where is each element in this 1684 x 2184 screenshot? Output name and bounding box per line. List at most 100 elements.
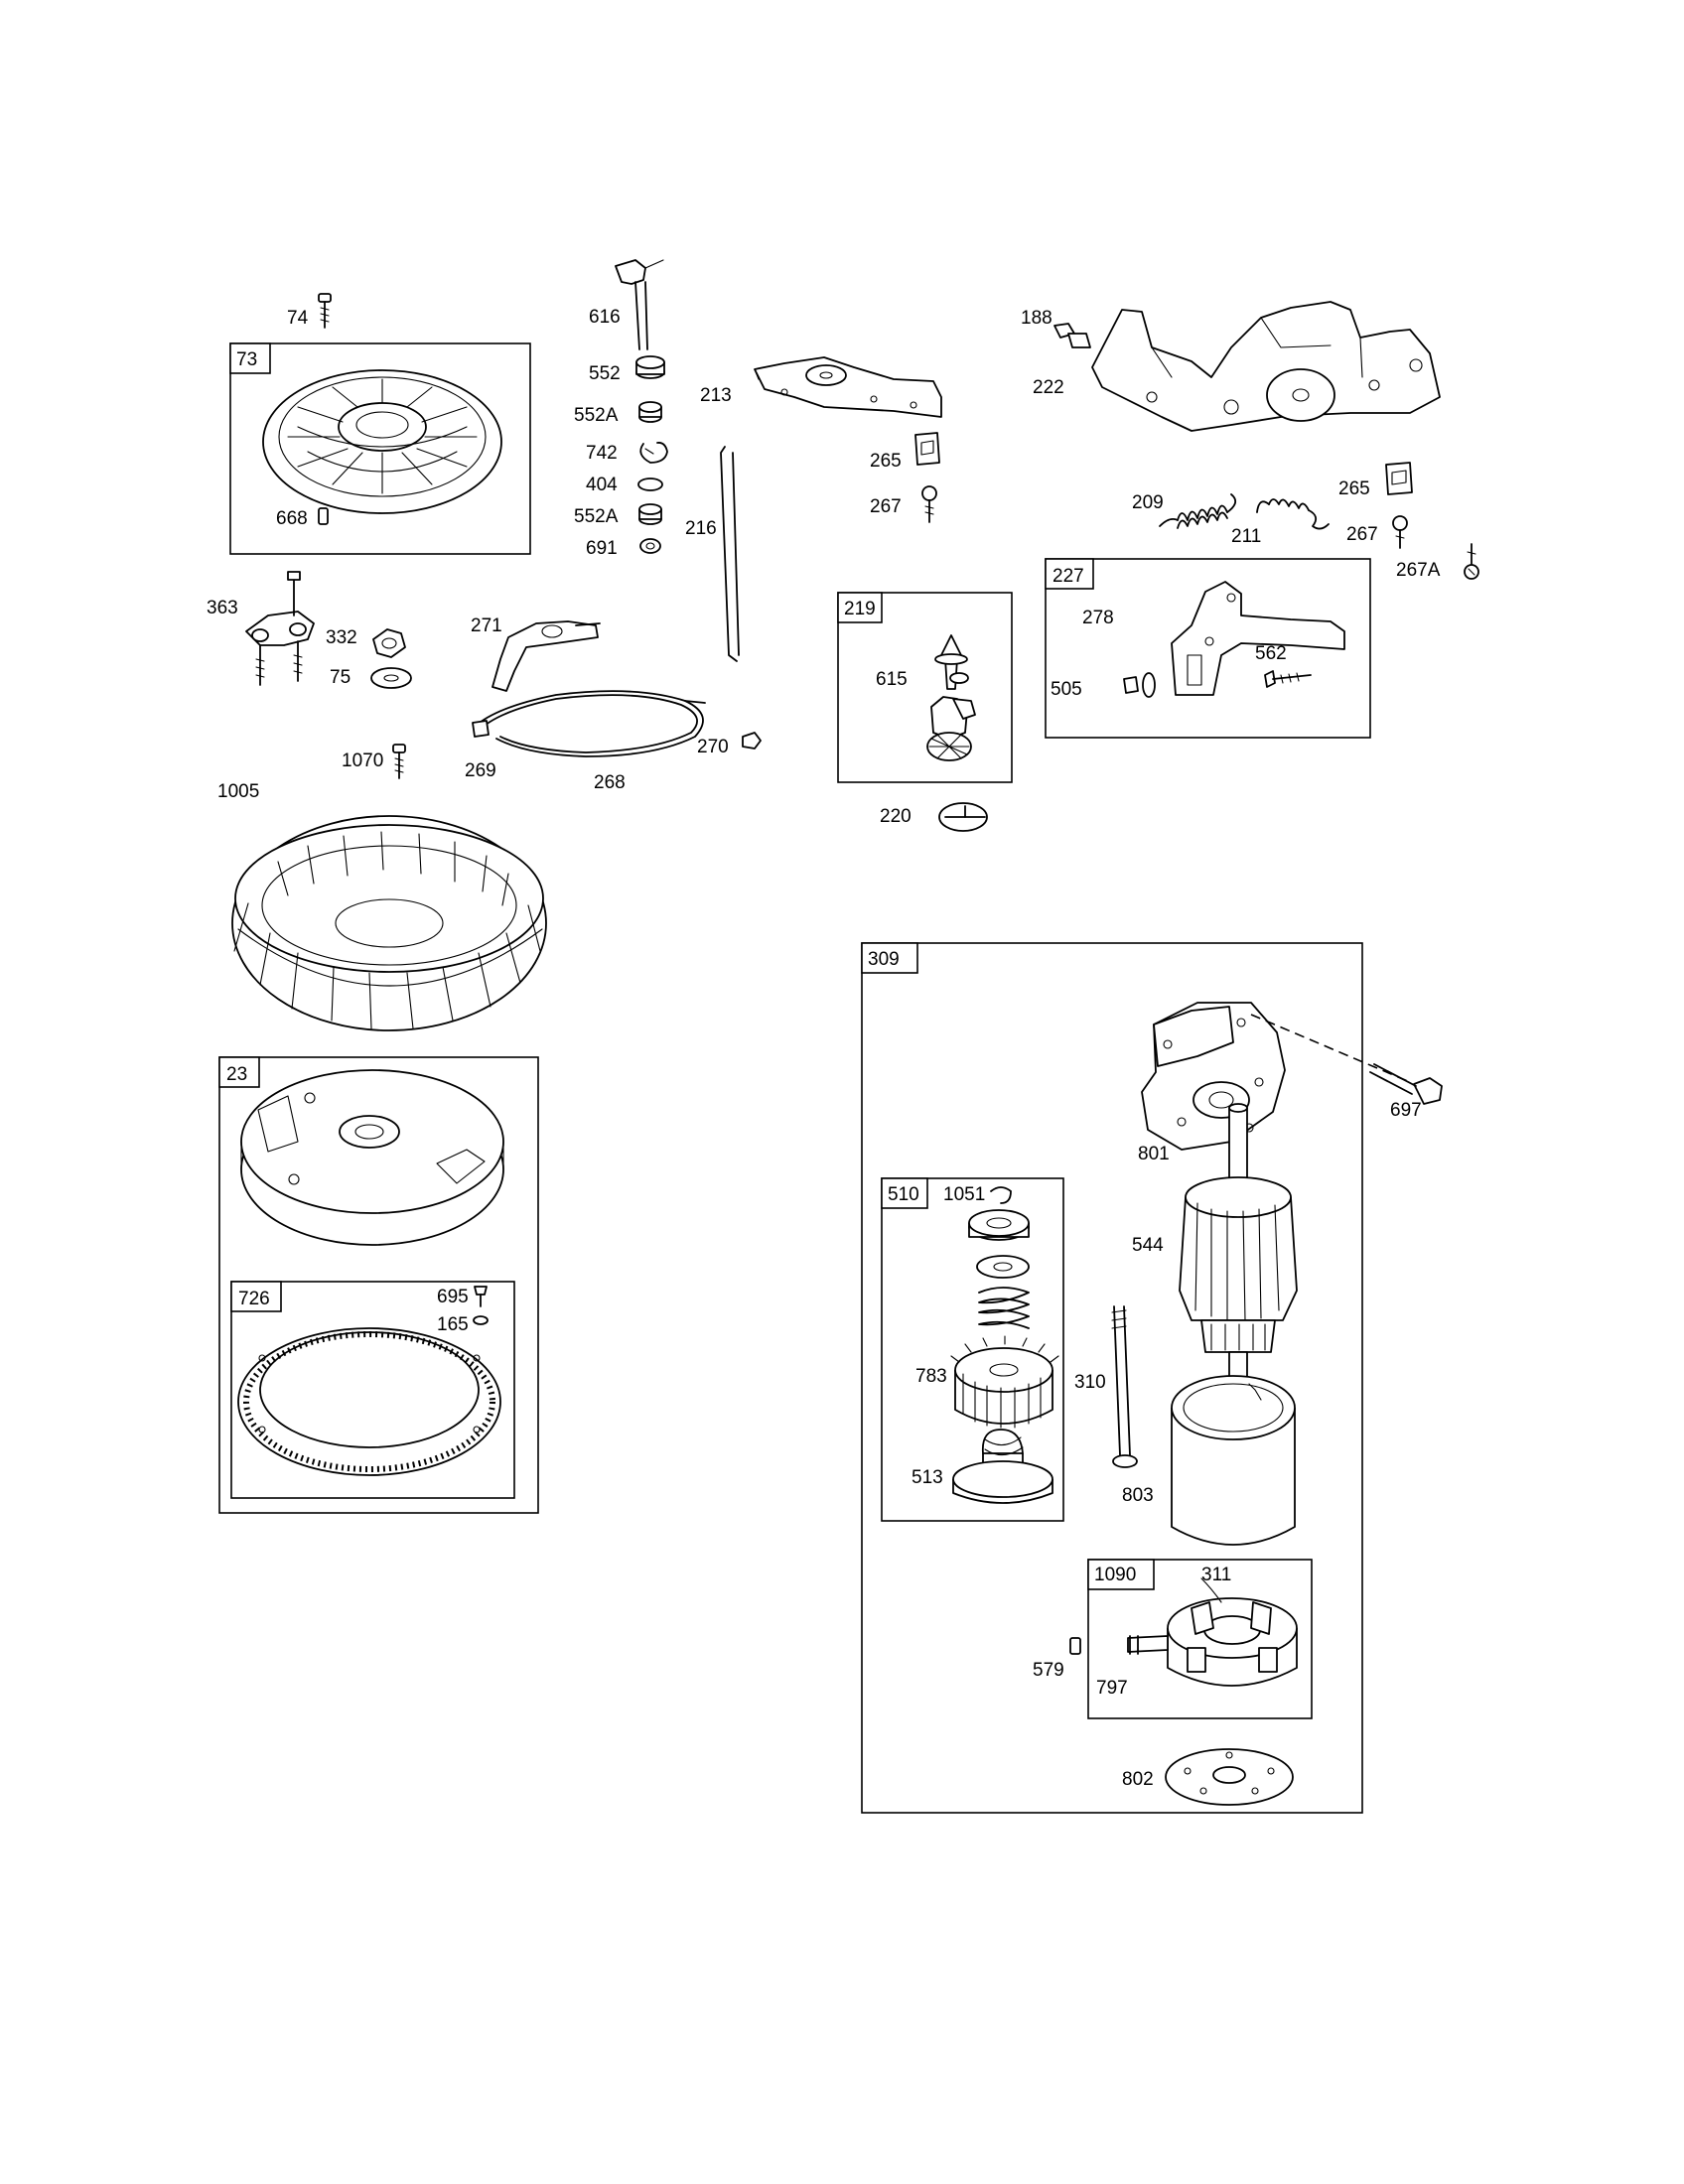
callout-267-right: 267	[1346, 524, 1378, 545]
bracket-227	[1171, 581, 1345, 696]
drive-513	[952, 1429, 1053, 1504]
group-tag-227	[1045, 558, 1094, 590]
callout-552a-upper: 552A	[574, 405, 619, 426]
callout-801: 801	[1138, 1144, 1170, 1164]
housing-803	[1171, 1375, 1296, 1546]
lever-271	[491, 620, 601, 692]
callout-216: 216	[685, 518, 717, 539]
callout-311: 311	[1201, 1565, 1231, 1585]
group-227	[1045, 558, 1371, 739]
armature-544	[1179, 1103, 1298, 1379]
terminal-797	[1127, 1635, 1169, 1655]
callout-802: 802	[1122, 1769, 1154, 1790]
part-691	[639, 538, 661, 554]
flywheel-23	[240, 1069, 504, 1246]
callout-552a-lower: 552A	[574, 506, 619, 527]
part-265-right	[1385, 462, 1413, 495]
bolt-188	[1053, 323, 1091, 348]
oring-615	[949, 672, 969, 684]
group-1090	[1087, 1559, 1313, 1719]
cap-510	[968, 1209, 1030, 1241]
rod-216	[720, 446, 740, 662]
callout-697: 697	[1390, 1100, 1422, 1121]
nut-165	[473, 1315, 489, 1325]
callout-188: 188	[1021, 308, 1052, 329]
part-742	[639, 442, 668, 464]
callout-505: 505	[1051, 679, 1082, 700]
group-box-23	[218, 1056, 539, 1514]
callout-310: 310	[1074, 1372, 1106, 1393]
callout-695: 695	[437, 1287, 469, 1307]
callout-510: 510	[888, 1184, 919, 1205]
callout-552: 552	[589, 363, 621, 384]
group-510	[881, 1177, 1064, 1522]
spring-510	[978, 1287, 1030, 1329]
part-552a-lower	[638, 503, 662, 525]
part-505	[1123, 676, 1139, 694]
callout-213: 213	[700, 385, 732, 406]
group-tag-726	[230, 1281, 282, 1312]
group-box-219	[837, 592, 1013, 783]
part-278	[1142, 672, 1156, 698]
group-tag-73	[229, 342, 271, 374]
part-579	[1069, 1637, 1081, 1655]
shaft-stack	[615, 259, 668, 554]
group-73	[229, 342, 531, 555]
group-box-1090	[1087, 1559, 1313, 1719]
callout-616: 616	[589, 307, 621, 328]
callout-75: 75	[330, 667, 351, 688]
callout-268: 268	[594, 772, 626, 793]
callout-742: 742	[586, 443, 618, 464]
clip-1051	[990, 1186, 1012, 1204]
leader-697	[1250, 1014, 1411, 1083]
callout-1090: 1090	[1094, 1565, 1136, 1585]
group-309	[861, 942, 1443, 1814]
group-tag-1090	[1087, 1559, 1155, 1590]
group-tag-309	[861, 942, 918, 974]
end-plate-801	[1141, 1002, 1286, 1151]
group-tag-510	[881, 1177, 928, 1209]
callout-309: 309	[868, 949, 900, 970]
fan-1005	[231, 815, 547, 1031]
part-265-left	[914, 432, 940, 466]
callout-797: 797	[1096, 1678, 1128, 1699]
callout-783: 783	[915, 1366, 947, 1387]
part-267a	[1464, 543, 1479, 580]
group-box-510	[881, 1177, 1064, 1522]
callout-265-left: 265	[870, 451, 902, 472]
pin-219	[934, 634, 968, 690]
callout-23: 23	[226, 1064, 247, 1085]
callout-267-left: 267	[870, 496, 902, 517]
callout-579: 579	[1033, 1660, 1064, 1681]
callout-668: 668	[276, 508, 308, 529]
callout-1070: 1070	[342, 751, 383, 771]
group-box-73	[229, 342, 531, 555]
callout-691: 691	[586, 538, 618, 559]
part-668	[318, 507, 329, 525]
part-616	[615, 259, 664, 350]
spring-211	[1256, 498, 1330, 530]
callout-227: 227	[1052, 566, 1084, 587]
callout-209: 209	[1132, 492, 1164, 513]
bolt-697	[1369, 1063, 1443, 1105]
ring-gear-726	[237, 1327, 501, 1476]
screw-695	[474, 1286, 488, 1307]
screw-562	[1264, 670, 1312, 688]
part-220	[938, 802, 988, 832]
callout-513: 513	[912, 1467, 943, 1488]
cable-268	[472, 690, 706, 757]
nut-270	[742, 732, 762, 750]
part-552a-upper	[638, 401, 662, 423]
group-219	[837, 592, 1013, 783]
callout-270: 270	[697, 737, 729, 757]
callout-278: 278	[1082, 608, 1114, 628]
callout-562: 562	[1255, 643, 1287, 664]
nut-332	[372, 628, 406, 658]
callout-211: 211	[1231, 526, 1261, 547]
callout-1005: 1005	[217, 781, 259, 802]
group-23	[218, 1056, 539, 1514]
bolt-310	[1111, 1305, 1138, 1468]
callout-726: 726	[238, 1289, 270, 1309]
screw-74	[318, 293, 332, 329]
